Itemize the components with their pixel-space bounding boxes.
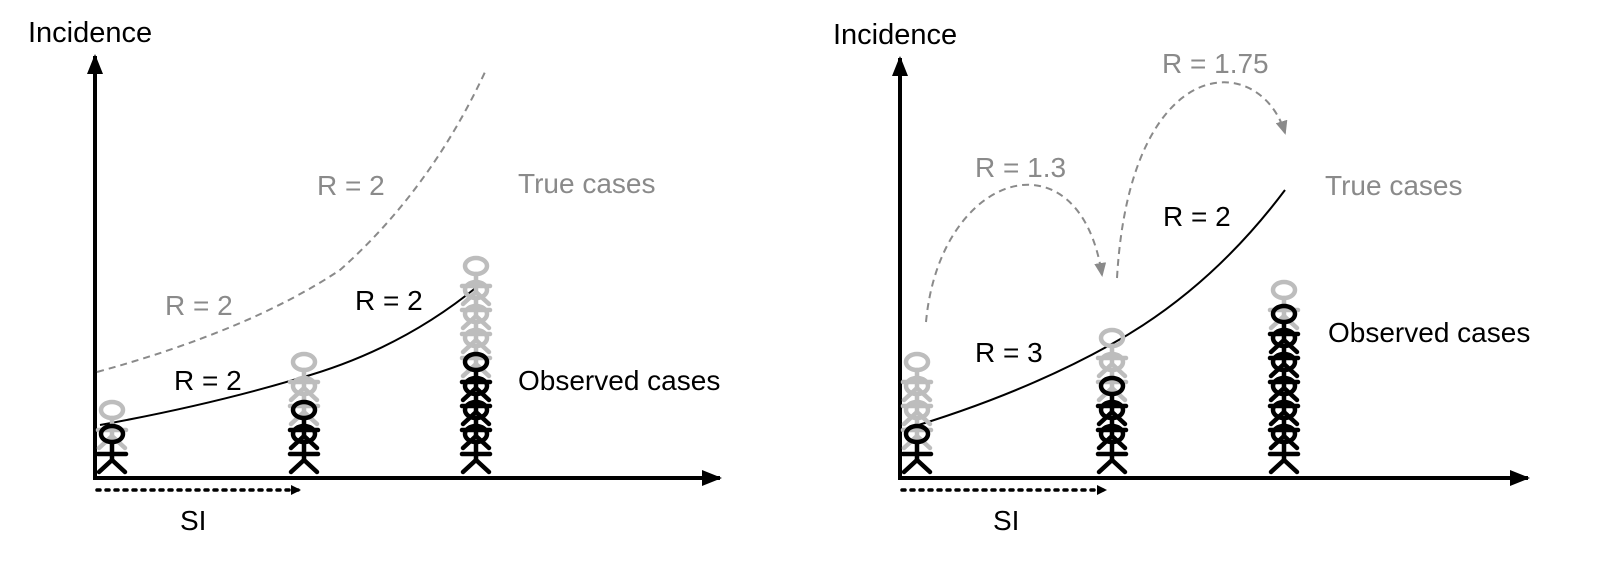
observed-cases-label: Observed cases <box>1328 317 1530 348</box>
observed-cases-label: Observed cases <box>518 365 720 396</box>
panel-right: Incidence SI R = 1.3 R = 1.75 R = 3 R = … <box>833 19 1530 536</box>
observed-r-label-1: R = 2 <box>174 365 242 396</box>
true-cases-curve <box>96 71 486 373</box>
true-r-label-1: R = 2 <box>165 290 233 321</box>
observed-case-figure <box>1095 423 1129 475</box>
si-label: SI <box>993 505 1019 536</box>
observed-case-figure <box>1267 423 1301 475</box>
panel-left: Incidence SI R = 2 R = 2 R = 2 R = 2 Tru… <box>28 17 722 536</box>
y-axis-label: Incidence <box>28 17 152 49</box>
observed-r-label-2: R = 2 <box>1163 201 1231 232</box>
observed-r-label-2: R = 2 <box>355 285 423 316</box>
observed-case-figure <box>287 423 321 475</box>
observed-case-figure <box>900 423 934 475</box>
case-stacks <box>95 255 493 475</box>
true-cases-label: True cases <box>518 168 655 199</box>
true-arc-1 <box>925 183 1107 323</box>
true-r-label-2: R = 2 <box>317 170 385 201</box>
y-axis-label: Incidence <box>833 19 957 51</box>
observed-r-label-1: R = 3 <box>975 337 1043 368</box>
si-label: SI <box>180 505 206 536</box>
true-arc-2 <box>1116 81 1288 279</box>
observed-case-figure <box>459 423 493 475</box>
true-r-label-1: R = 1.3 <box>975 152 1066 183</box>
true-r-label-2: R = 1.75 <box>1162 48 1269 79</box>
true-cases-label: True cases <box>1325 170 1462 201</box>
observed-case-figure <box>95 423 129 475</box>
case-stacks <box>900 279 1301 475</box>
